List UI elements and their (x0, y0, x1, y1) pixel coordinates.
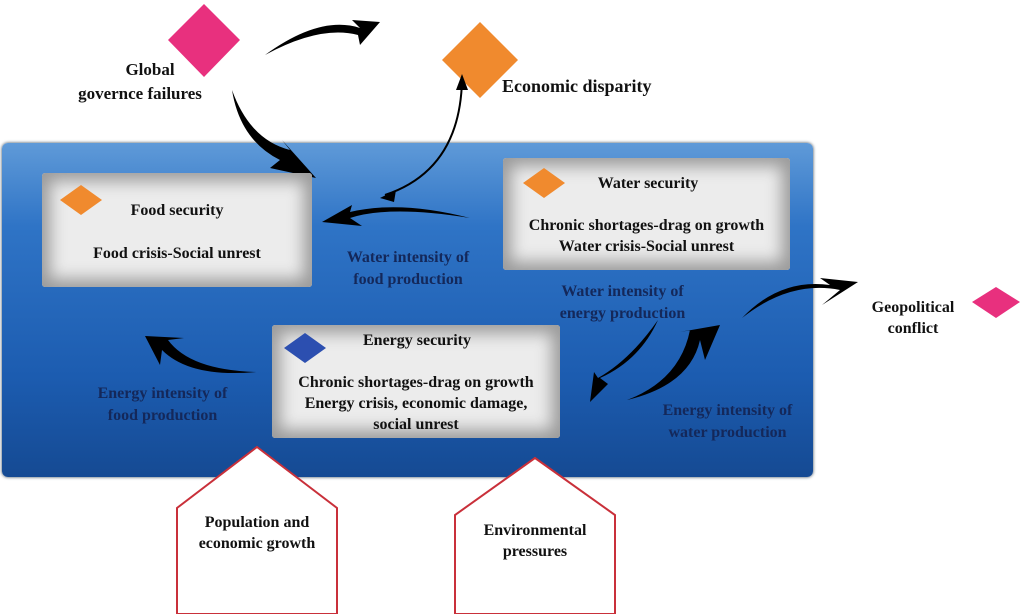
curved-arrow-icon (145, 336, 256, 374)
label-line: economic growth (198, 535, 316, 552)
curved-arrow-icon (265, 20, 380, 55)
curved-arrow-icon (322, 205, 470, 226)
label-line: energy production (559, 305, 686, 322)
thin-arrow (384, 79, 463, 196)
label-line: food production (353, 271, 463, 288)
orange-diamond-icon (60, 185, 102, 215)
label-line: Environmental (483, 522, 587, 539)
arrowhead-icon (456, 74, 468, 90)
label-line: governce failures (78, 84, 202, 103)
label-line: Energy intensity of (662, 402, 793, 419)
label-line: Energy intensity of (97, 385, 228, 402)
box-line: social unrest (373, 416, 459, 433)
energy-security-box: Energy security Chronic shortages-drag o… (272, 325, 560, 438)
blue-diamond-icon (284, 333, 326, 363)
food-security-box: Food security Food crisis-Social unrest (42, 173, 312, 287)
box-title: Energy security (363, 332, 471, 349)
curved-arrow-icon (232, 90, 316, 178)
box-line: Chronic shortages-drag on growth (528, 217, 765, 234)
label-line: Water intensity of (346, 249, 470, 266)
box-line: Chronic shortages-drag on growth (298, 374, 534, 391)
water-food-link-label: Water intensity of food production (318, 247, 498, 291)
label-line: Global (125, 60, 175, 79)
box-lines: Chronic shortages-drag on growth Energy … (272, 372, 560, 435)
economic-disparity-label: Economic disparity (502, 76, 652, 96)
curved-arrow-icon (590, 320, 658, 402)
box-line: Energy crisis, economic damage, (304, 395, 528, 412)
energy-water-link-label: Energy intensity of water production (635, 400, 820, 444)
label-line: conflict (887, 320, 939, 337)
box-line: Food crisis-Social unrest (93, 245, 261, 262)
label-line: water production (668, 424, 787, 441)
population-driver-shape (176, 445, 338, 614)
label-line: Population and (204, 514, 310, 531)
curved-arrow-icon (742, 278, 858, 318)
population-driver-label: Population and economic growth (177, 512, 337, 554)
box-line: Water crisis-Social unrest (558, 238, 735, 255)
water-energy-link-label: Water intensity of energy production (530, 281, 715, 325)
pink-diamond-icon (972, 287, 1020, 318)
box-lines: Chronic shortages-drag on growth Water c… (503, 215, 790, 257)
label-line: Geopolitical (871, 299, 955, 316)
label-line: Water intensity of (561, 283, 684, 300)
water-security-box: Water security Chronic shortages-drag on… (503, 158, 790, 270)
pink-diamond-icon (168, 4, 240, 77)
geopolitical-conflict-label: Geopolitical conflict (858, 297, 968, 339)
curved-arrow-icon (627, 325, 720, 400)
box-title: Food security (130, 202, 224, 219)
environment-driver-shape (454, 456, 616, 614)
label-line: pressures (502, 543, 568, 560)
energy-food-link-label: Energy intensity of food production (70, 383, 255, 427)
global-governance-label: Global governce failures (78, 58, 205, 106)
orange-diamond-icon (523, 168, 565, 198)
label-line: food production (107, 407, 218, 424)
environment-driver-label: Environmental pressures (455, 520, 615, 562)
box-title: Water security (597, 175, 699, 192)
arrowhead-icon (380, 190, 396, 202)
